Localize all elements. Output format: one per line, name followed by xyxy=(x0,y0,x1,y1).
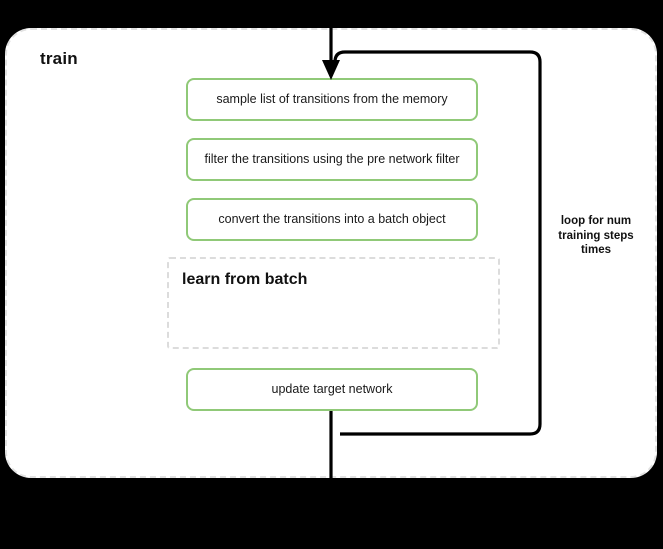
subgraph-train-label: train xyxy=(40,49,78,68)
node-convert-the-transitions[interactable]: convert the transitions into a batch obj… xyxy=(186,198,478,241)
loop-label-line-1: loop for num xyxy=(560,215,632,227)
node-sample-list-of-transitions[interactable]: sample list of transitions from the memo… xyxy=(186,78,478,121)
node-filter-the-transitions[interactable]: filter the transitions using the pre net… xyxy=(186,138,478,181)
loop-label-line-2: training steps xyxy=(558,229,634,242)
node-update-target-network[interactable]: update target network xyxy=(186,368,478,411)
subgraph-learn-from-batch-label: learn from batch xyxy=(182,271,308,288)
loop-label-line-3: times xyxy=(580,244,612,257)
edge-loop-back-label: loop for num training steps times xyxy=(544,214,648,258)
subgraph-learn-from-batch: learn from batch xyxy=(167,257,500,349)
